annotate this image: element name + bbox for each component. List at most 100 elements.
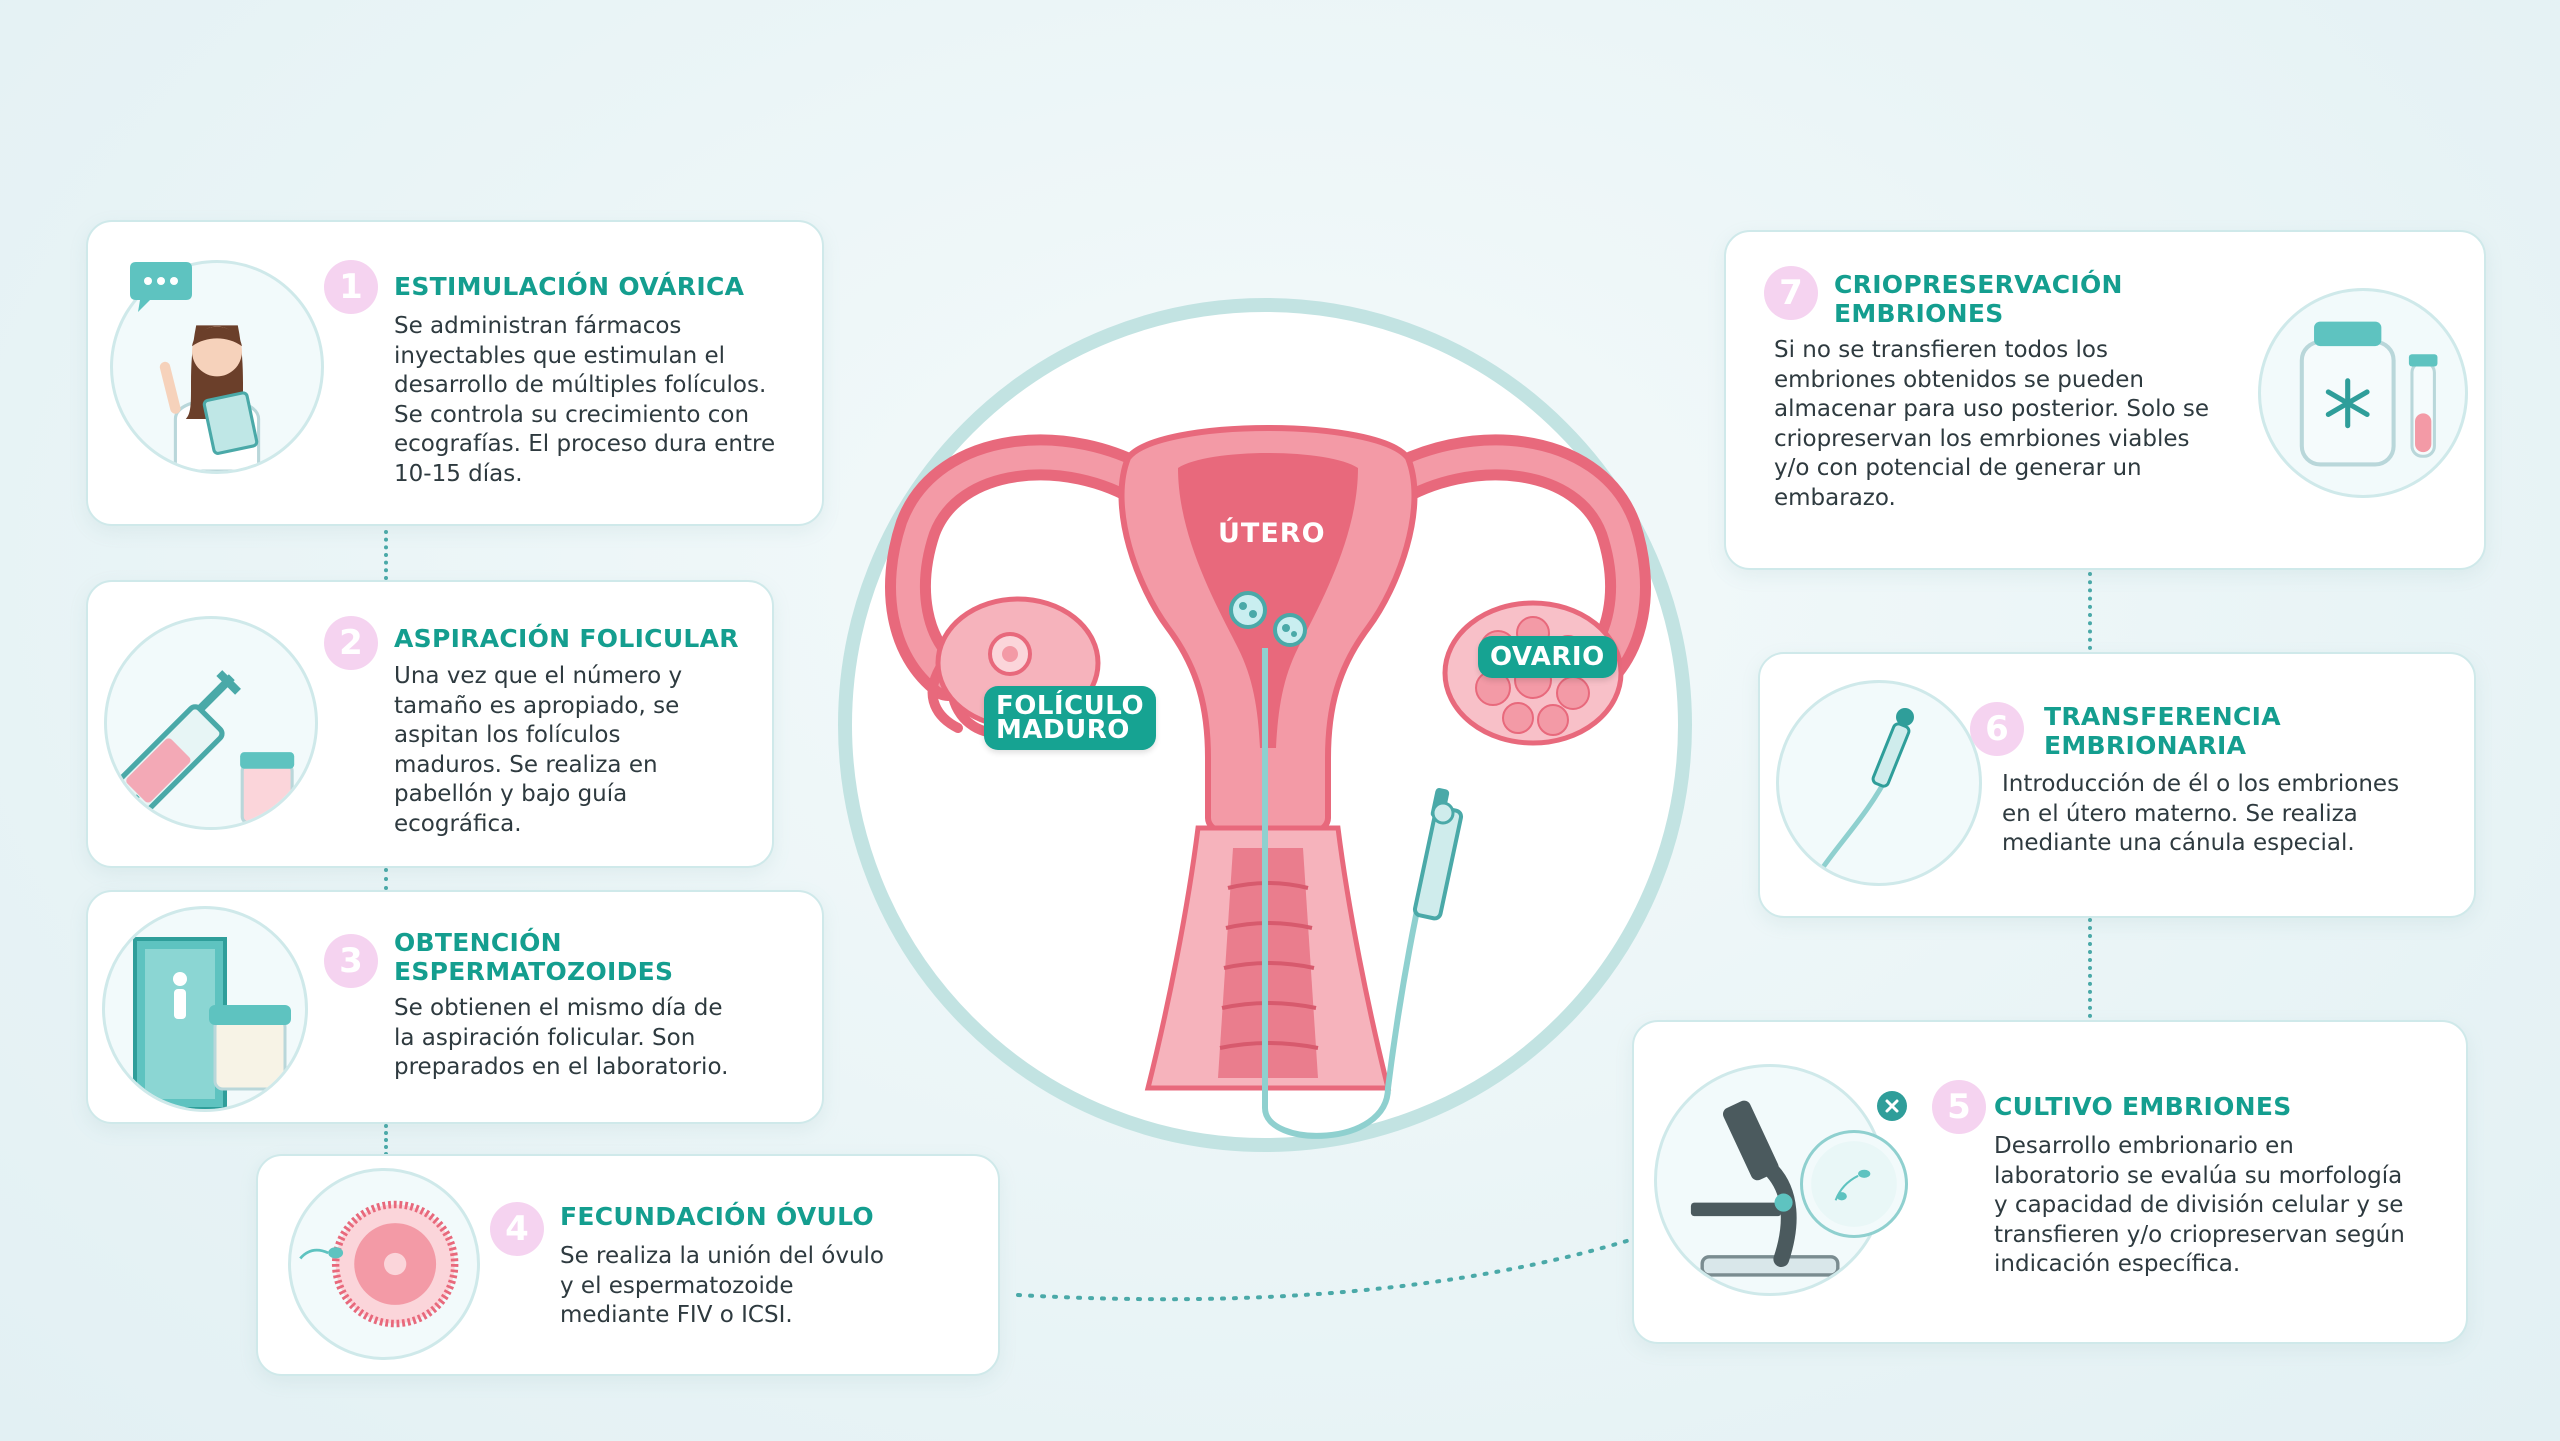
vial-icon [240,752,295,825]
step-5-desc-line: laboratorio se evalúa su morfología [1994,1162,2403,1189]
step-4-description: Se realiza la unión del óvulo y el esper… [560,1242,884,1331]
step-3-desc-line: Se obtienen el mismo día de [394,995,723,1021]
uterus-label: ÚTERO [1218,518,1326,549]
connector-4-5 [1016,1238,1632,1302]
microscope-icon [1690,1100,1840,1277]
step-6-title-line1: TRANSFERENCIA [2044,702,2281,731]
step-5-illustration-petri [1800,1130,1908,1238]
step-4-illustration [288,1168,480,1360]
chat-bubble-icon [130,262,192,312]
step-5-desc-line: transfieren y/o criopreservan según [1994,1221,2405,1248]
center-diagram: ÚTERO OVARIO FOLÍCULO MADURO [828,288,1702,1162]
step-5-number: 5 [1932,1080,1986,1134]
step-card-7: 7 CRIOPRESERVACIÓN EMBRIONES Si no se tr… [1724,230,2486,570]
step-4-desc-line: Se realiza la unión del óvulo [560,1243,884,1269]
step-4-number: 4 [490,1202,544,1256]
test-tube-icon [2408,354,2438,458]
step-7-description: Si no se transfieren todos los embriones… [1774,336,2209,513]
step-5-description: Desarrollo embrionario en laboratorio se… [1994,1132,2405,1280]
connector-5-6 [2088,918,2092,1018]
syringe-icon [114,670,241,816]
step-card-6: 6 TRANSFERENCIA EMBRIONARIA Introducción… [1758,652,2476,918]
step-4-title: FECUNDACIÓN ÓVULO [560,1202,874,1231]
step-1-description: Se administran fármacos inyectables que … [394,312,775,489]
cannula-icon [1816,708,1914,875]
follicle-label: FOLÍCULO MADURO [984,686,1157,750]
step-6-title-line2: EMBRIONARIA [2044,731,2247,760]
step-7-title: CRIOPRESERVACIÓN EMBRIONES [1834,270,2123,328]
step-3-desc-line: preparados en el laboratorio. [394,1054,729,1080]
step-1-desc-line: inyectables que estimulan el [394,342,725,369]
step-3-description: Se obtienen el mismo día de la aspiració… [394,994,728,1083]
step-7-desc-line: y/o con potencial de generar un [1774,455,2142,481]
egg-cell-icon [331,1200,459,1328]
step-card-4: 4 FECUNDACIÓN ÓVULO Se realiza la unión … [256,1154,1000,1376]
connector-2-3 [384,868,388,890]
connector-3-4 [384,1124,388,1156]
step-card-5: 5 CULTIVO EMBRIONES Desarrollo embrionar… [1632,1020,2468,1344]
step-2-desc-line: Una vez que el número y [394,663,683,689]
step-1-number: 1 [324,260,378,314]
step-7-number: 7 [1764,266,1818,320]
step-2-illustration [104,616,318,830]
step-1-desc-line: Se administran fármacos [394,313,682,339]
step-3-title-line1: OBTENCIÓN [394,928,562,957]
step-2-desc-line: pabellón y bajo guía [394,781,628,807]
step-2-number: 2 [324,616,378,670]
sperm-icon [299,1247,344,1260]
step-7-illustration [2258,288,2468,498]
step-5-desc-line: indicación específica. [1994,1251,2241,1277]
step-7-title-line2: EMBRIONES [1834,299,2004,328]
step-2-desc-line: aspitan los folículos [394,722,621,748]
connector-1-2 [384,530,388,580]
step-6-illustration [1776,680,1982,886]
step-6-desc-line: Introducción de él o los embriones [2002,771,2400,797]
close-icon [1877,1091,1907,1121]
ovary-label: OVARIO [1478,636,1617,678]
step-7-desc-line: embriones obtenidos se pueden [1774,366,2144,393]
step-5-desc-line: Desarrollo embrionario en [1994,1133,2294,1159]
uterus-illustration [838,298,1692,1152]
snowflake-icon [2325,378,2370,429]
step-5-desc-line: y capacidad de división celular y se [1994,1192,2404,1218]
step-1-illustration [110,260,324,474]
step-7-title-line1: CRIOPRESERVACIÓN [1834,270,2123,299]
step-3-illustration [102,906,308,1112]
step-3-title-line2: ESPERMATOZOIDES [394,957,674,986]
step-6-number: 6 [1970,702,2024,756]
step-1-title: ESTIMULACIÓN OVÁRICA [394,272,745,301]
step-card-1: 1 ESTIMULACIÓN OVÁRICA Se administran fá… [86,220,824,526]
step-6-desc-line: mediante una cánula especial. [2002,830,2355,856]
step-7-desc-line: almacenar para uso posterior. Solo se [1774,396,2210,422]
step-3-number: 3 [324,934,378,988]
step-7-desc-line: criopreservan los emrbiones viables [1774,425,2190,452]
follicle-label-line2: MADURO [996,715,1130,745]
door-icon [133,937,227,1109]
follicle-label-line1: FOLÍCULO [996,691,1145,721]
step-1-desc-line: 10-15 días. [394,460,523,487]
step-6-title: TRANSFERENCIA EMBRIONARIA [2044,702,2281,760]
step-4-desc-line: y el espermatozoide [560,1272,794,1299]
specimen-cup-icon [209,1005,291,1091]
step-2-desc-line: tamaño es apropiado, se [394,692,680,719]
doctor-icon [159,325,261,471]
step-2-desc-line: maduros. Se realiza en [394,751,658,778]
petri-dish-icon [1811,1141,1897,1227]
connector-6-7 [2088,572,2092,650]
step-1-desc-line: desarrollo de múltiples folículos. [394,372,767,398]
step-7-desc-line: Si no se transfieren todos los [1774,337,2108,363]
step-5-illustration-microscope [1654,1064,1886,1296]
step-3-desc-line: la aspiración folicular. Son [394,1024,696,1051]
step-1-desc-line: Se controla su crecimiento con [394,401,750,428]
step-card-2: 2 ASPIRACIÓN FOLICULAR Una vez que el nú… [86,580,774,868]
step-6-description: Introducción de él o los embriones en el… [2002,770,2399,859]
step-2-desc-line: ecográfica. [394,810,522,837]
step-card-3: 3 OBTENCIÓN ESPERMATOZOIDES Se obtienen … [86,890,824,1124]
step-6-desc-line: en el útero materno. Se realiza [2002,800,2358,827]
step-4-desc-line: mediante FIV o ICSI. [560,1302,793,1328]
step-5-title: CULTIVO EMBRIONES [1994,1092,2292,1121]
step-1-desc-line: ecografías. El proceso dura entre [394,431,776,457]
step-3-title: OBTENCIÓN ESPERMATOZOIDES [394,928,673,986]
step-7-desc-line: embarazo. [1774,484,1896,511]
step-2-title: ASPIRACIÓN FOLICULAR [394,624,739,653]
